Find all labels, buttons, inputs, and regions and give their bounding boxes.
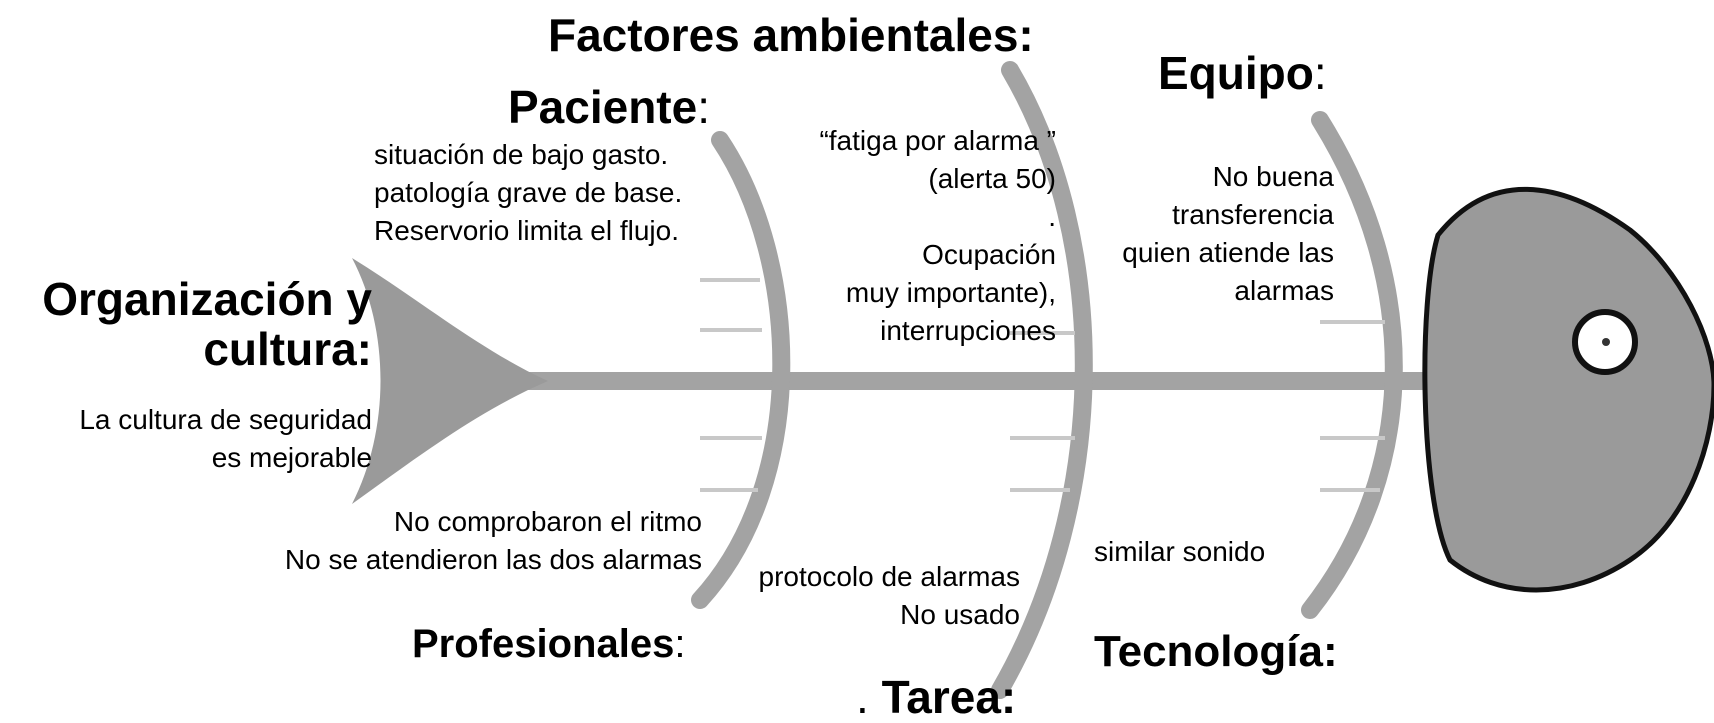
equipo-item: transferencia xyxy=(1172,199,1334,230)
fish-pupil xyxy=(1602,338,1610,346)
category-tarea-title: Tarea: xyxy=(881,671,1017,723)
minor-ticks xyxy=(700,278,1385,492)
paciente-item: situación de bajo gasto. xyxy=(374,139,669,170)
category-factores-ambientales: Factores ambientales: xyxy=(548,9,1034,61)
organizacion-item: La cultura de seguridad xyxy=(79,404,372,435)
tarea-item: No usado xyxy=(900,599,1020,630)
tarea-items: protocolo de alarmas No usado xyxy=(759,558,1020,634)
profesionales-item: No se atendieron las dos alarmas xyxy=(284,544,702,575)
category-organizacion-line2: cultura: xyxy=(203,323,372,375)
ambientales-item: (alerta 50) xyxy=(928,163,1056,194)
fish-spine xyxy=(470,372,1430,390)
category-tecnologia: Tecnología: xyxy=(1094,627,1338,676)
ambientales-item: interrupciones xyxy=(880,315,1056,346)
category-tarea: . Tarea: xyxy=(856,674,1016,720)
fish-head xyxy=(1422,186,1714,593)
ambientales-item: “fatiga por alarma ” xyxy=(819,125,1056,156)
paciente-item: patología grave de base. xyxy=(374,177,683,208)
equipo-item: quien atiende las xyxy=(1122,237,1334,268)
paciente-item: Reservorio limita el flujo. xyxy=(374,215,679,246)
tarea-item: protocolo de alarmas xyxy=(758,561,1020,592)
rib-bone-2 xyxy=(991,61,1093,699)
rib-bone-1 xyxy=(691,131,791,609)
equipo-item: alarmas xyxy=(1234,275,1334,306)
category-organizacion: Organización y cultura: xyxy=(42,274,372,374)
category-profesionales: Profesionales: xyxy=(412,624,685,664)
category-paciente: Paciente: xyxy=(508,84,710,130)
equipo-item: No buena xyxy=(1212,161,1334,192)
category-equipo-colon: : xyxy=(1313,47,1327,99)
category-paciente-colon: : xyxy=(697,81,710,133)
organizacion-item: es mejorable xyxy=(211,442,372,473)
tecnologia-items: similar sonido xyxy=(1094,533,1265,571)
profesionales-items: No comprobaron el ritmo No se atendieron… xyxy=(285,503,702,579)
category-paciente-title: Paciente xyxy=(508,81,698,133)
paciente-items: situación de bajo gasto. patología grave… xyxy=(374,136,682,250)
profesionales-item: No comprobaron el ritmo xyxy=(393,506,702,537)
tecnologia-item: similar sonido xyxy=(1094,536,1266,567)
category-profesionales-title: Profesionales xyxy=(412,622,675,666)
rib-bone-3 xyxy=(1301,111,1403,619)
ambientales-item: . xyxy=(1048,201,1056,232)
ambientales-items: “fatiga por alarma ” (alerta 50) . Ocupa… xyxy=(819,122,1056,350)
equipo-items: No buena transferencia quien atiende las… xyxy=(1122,158,1334,310)
ambientales-item: Ocupación xyxy=(922,239,1056,270)
fish-tail xyxy=(352,258,548,504)
category-equipo: Equipo: xyxy=(1158,50,1327,96)
category-tarea-prefix: . xyxy=(856,671,869,723)
ambientales-item: muy importante), xyxy=(845,277,1056,308)
category-profesionales-colon: : xyxy=(674,622,686,666)
category-equipo-title: Equipo xyxy=(1158,47,1314,99)
organizacion-items: La cultura de seguridad es mejorable xyxy=(79,401,372,477)
category-organizacion-line1: Organización y xyxy=(42,273,372,325)
